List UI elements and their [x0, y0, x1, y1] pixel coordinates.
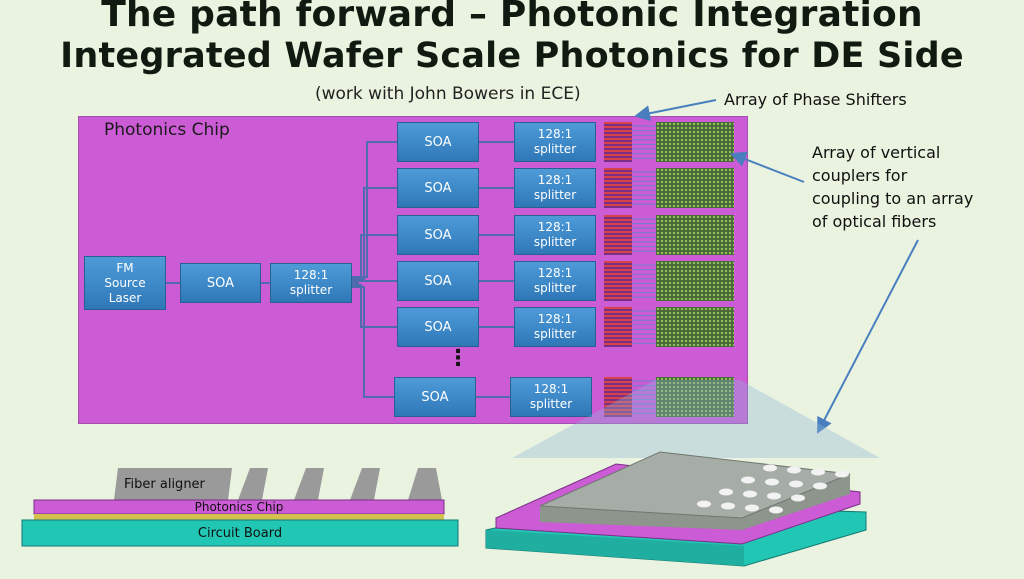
splitter-row-word: splitter	[533, 188, 577, 202]
splitter-row-word: splitter	[533, 142, 577, 156]
fiber-hole	[743, 490, 757, 498]
couplers-callout-line-3: coupling to an array	[812, 189, 974, 208]
fiber-hole	[787, 466, 801, 474]
phase-shifter-array	[604, 307, 632, 347]
splitter-box-row: 128:1 splitter	[514, 215, 596, 255]
splitter-row-ratio: 128:1	[533, 382, 569, 396]
fm-source-laser-box: FM Source Laser	[84, 256, 166, 310]
soa-row-text: SOA	[424, 227, 452, 243]
phase-shifter-array	[604, 215, 632, 255]
couplers-callout: Array of vertical couplers for coupling …	[812, 141, 973, 233]
chip-label: Photonics Chip	[104, 120, 230, 140]
fiber-hole	[745, 504, 759, 512]
fiber-hole	[741, 476, 755, 484]
vertical-coupler-array	[656, 122, 734, 162]
title-line-1: The path forward – Photonic Integration	[101, 0, 923, 35]
phase-shifters-callout: Array of Phase Shifters	[724, 90, 907, 109]
fiber-aligner-shape	[114, 468, 442, 500]
vertical-coupler-array	[656, 307, 734, 347]
phase-shifter-arrow	[634, 99, 717, 122]
soa-box-row: SOA	[397, 215, 479, 255]
fiber-hole	[719, 488, 733, 496]
phase-shifter-array	[604, 122, 632, 162]
splitter-row-ratio: 128:1	[537, 266, 573, 280]
soa-box-row: SOA	[397, 122, 479, 162]
zoom-projection	[512, 380, 880, 458]
splitter-box-row: 128:1 splitter	[514, 261, 596, 301]
splitter-box-row: 128:1 splitter	[514, 307, 596, 347]
soa-row-text: SOA	[424, 319, 452, 335]
splitter-row-word: splitter	[533, 281, 577, 295]
soa-box-main: SOA	[180, 263, 261, 303]
soa-row-text: SOA	[424, 134, 452, 150]
soa-box-row: SOA	[397, 307, 479, 347]
soa-main-text: SOA	[206, 275, 235, 291]
fiber-hole	[721, 502, 735, 510]
phase-shifter-array	[604, 261, 632, 301]
circuit-board-label: Circuit Board	[197, 526, 283, 541]
fiber-hole	[811, 468, 825, 476]
solder-bumps-layer	[34, 514, 444, 520]
splitter-row-word: splitter	[533, 327, 577, 341]
splitter-row-ratio: 128:1	[537, 127, 573, 141]
soa-row-text: SOA	[424, 273, 452, 289]
splitter-main-ratio: 128:1	[293, 268, 329, 282]
splitter-row-ratio: 128:1	[537, 312, 573, 326]
rows-ellipsis: ⋮	[447, 346, 469, 371]
soa-row-text: SOA	[421, 389, 449, 405]
fiber-hole	[813, 482, 827, 490]
fiber-hole	[763, 464, 777, 472]
title-line-2: Integrated Wafer Scale Photonics for DE …	[60, 36, 964, 76]
splitter-row-word: splitter	[533, 235, 577, 249]
laser-text-3: Laser	[108, 290, 142, 305]
soa-box-row: SOA	[397, 261, 479, 301]
vertical-coupler-array	[656, 215, 734, 255]
subtitle: (work with John Bowers in ECE)	[315, 84, 581, 104]
soa-box-row: SOA	[397, 168, 479, 208]
couplers-callout-line-2: couplers for	[812, 166, 908, 185]
fiber-hole	[835, 470, 849, 478]
phase-shifter-array	[604, 377, 632, 417]
fiber-hole	[765, 478, 779, 486]
splitter-box-row: 128:1 splitter	[510, 377, 592, 417]
cross-chip-label: Photonics Chip	[194, 500, 284, 514]
fiber-holes	[697, 464, 849, 514]
phase-shifter-array	[604, 168, 632, 208]
soa-row-text: SOA	[424, 180, 452, 196]
fiber-hole	[769, 506, 783, 514]
couplers-callout-line-1: Array of vertical	[812, 143, 941, 162]
coupler-arrow	[730, 151, 805, 183]
splitter-main-word: splitter	[289, 283, 333, 297]
splitter-box-row: 128:1 splitter	[514, 168, 596, 208]
soa-box-row: SOA	[394, 377, 476, 417]
fiber-aligner-label: Fiber aligner	[124, 477, 205, 492]
splitter-box-main: 128:1 splitter	[270, 263, 352, 303]
splitter-row-word: splitter	[529, 397, 573, 411]
laser-text-1: FM	[116, 260, 134, 275]
fiber-hole	[697, 500, 711, 508]
circuit-board-layer	[21, 519, 459, 547]
couplers-callout-line-4: of optical fibers	[812, 212, 937, 231]
fiber-array-arrow	[817, 239, 919, 434]
laser-text-2: Source	[104, 275, 146, 290]
fiber-hole	[791, 494, 805, 502]
vertical-coupler-array	[656, 377, 734, 417]
splitter-row-ratio: 128:1	[537, 173, 573, 187]
fiber-hole	[789, 480, 803, 488]
splitter-box-row: 128:1 splitter	[514, 122, 596, 162]
vertical-coupler-array	[656, 261, 734, 301]
splitter-row-ratio: 128:1	[537, 220, 573, 234]
vertical-coupler-array	[656, 168, 734, 208]
fiber-hole	[767, 492, 781, 500]
